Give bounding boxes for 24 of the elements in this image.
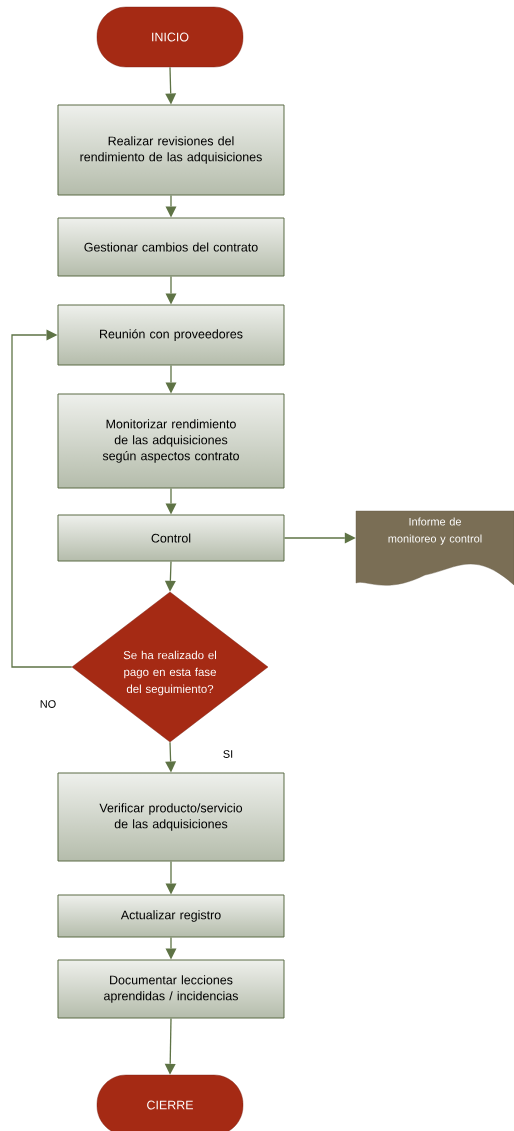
arrow bbox=[11, 329, 73, 668]
edge-label: SI bbox=[221, 749, 235, 759]
arrow bbox=[165, 194, 177, 218]
process-box: Gestionar cambios del contrato bbox=[57, 217, 285, 277]
arrow bbox=[283, 532, 356, 544]
process-box: Realizar revisiones del rendimiento de las adquisiciones bbox=[57, 104, 285, 196]
arrow bbox=[165, 860, 177, 895]
arrow bbox=[165, 487, 177, 515]
process-box: Actualizar registro bbox=[57, 894, 285, 938]
process-box: Monitorizar rendimiento de las adquisiciones según aspectos contrato bbox=[57, 393, 285, 489]
process-box: Verificar producto/servicio de las adquisiciones bbox=[57, 772, 285, 862]
terminator: INICIO bbox=[96, 6, 244, 68]
arrow bbox=[165, 66, 177, 105]
process-box: Documentar lecciones aprendidas / incidencias bbox=[57, 959, 285, 1019]
process-box: Control bbox=[57, 514, 285, 562]
process-box: Reunión con proveedores bbox=[57, 304, 285, 366]
edge-label: NO bbox=[38, 699, 58, 709]
arrow bbox=[165, 364, 177, 394]
terminator: CIERRE bbox=[96, 1074, 244, 1131]
arrow bbox=[165, 741, 177, 773]
arrow bbox=[165, 936, 177, 960]
arrow bbox=[165, 275, 177, 305]
arrow bbox=[164, 1017, 176, 1075]
arrow bbox=[164, 560, 176, 592]
